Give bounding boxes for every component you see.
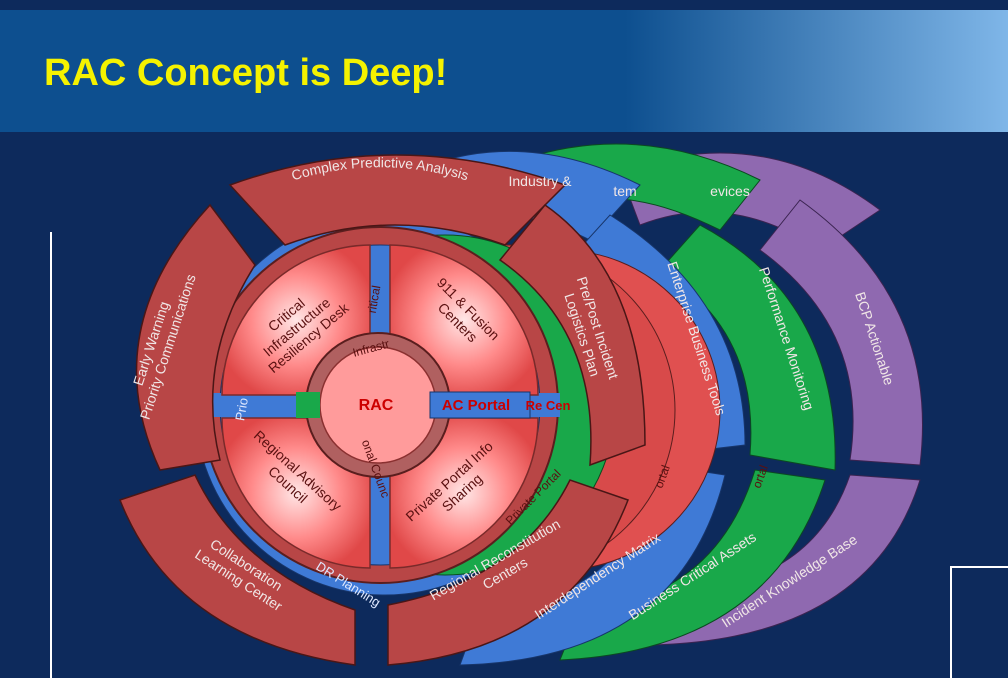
label-evices-partial: evices <box>710 183 750 199</box>
outer-red-segments <box>119 154 646 666</box>
label-prio: Prio <box>232 397 251 422</box>
label-rac-portal: AC Portal <box>442 397 510 414</box>
label-ritical: ritical <box>365 284 384 314</box>
right-frame-line-vertical <box>950 566 952 678</box>
segment-early-warning <box>135 203 256 471</box>
segment-regional-reconstitution <box>387 479 629 666</box>
label-industry-partial: Industry & <box>508 173 572 189</box>
slide-title: RAC Concept is Deep! <box>44 52 448 94</box>
left-frame-line <box>50 232 52 678</box>
main-circle <box>200 226 560 584</box>
label-regional-cen: Re Cen <box>526 398 571 413</box>
segment-logistics-plan <box>498 203 646 467</box>
segment-complex-predictive-analysis <box>228 154 567 246</box>
label-tem-partial: tem <box>613 183 636 199</box>
segment-collaboration-learning <box>119 474 356 666</box>
right-frame-line-horizontal <box>950 566 1008 568</box>
label-center-rac: RAC <box>359 397 394 414</box>
rac-portal-band <box>429 391 531 419</box>
title-banner <box>0 10 1008 132</box>
